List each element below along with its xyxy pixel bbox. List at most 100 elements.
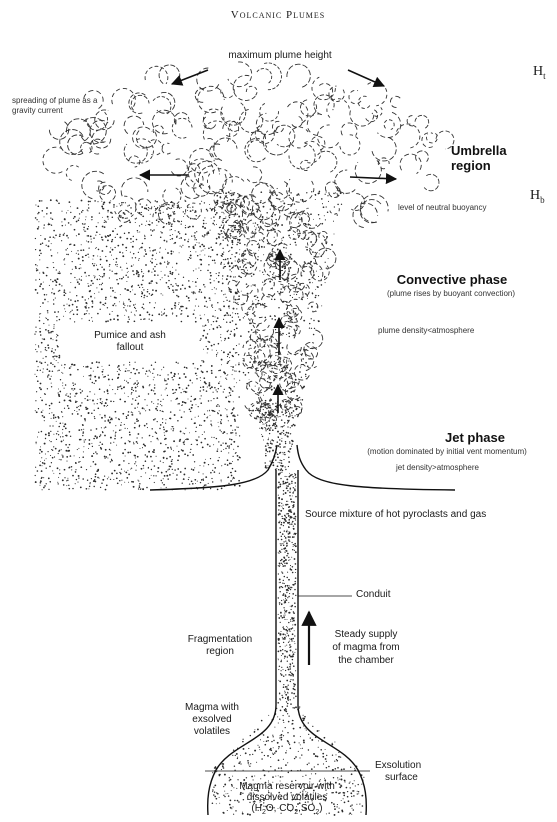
ash-dot [48, 432, 50, 434]
ash-dot [277, 457, 279, 459]
ash-dot [117, 371, 118, 372]
ash-dot [43, 282, 44, 283]
ash-dot [292, 621, 293, 622]
ash-dot [271, 443, 273, 445]
ash-dot [80, 392, 82, 394]
ash-dot [92, 259, 93, 260]
ash-dot [286, 630, 288, 632]
ash-dot [160, 443, 162, 445]
ash-dot [200, 377, 201, 378]
ash-dot [263, 274, 264, 275]
ash-dot [297, 416, 298, 417]
ash-dot [54, 311, 56, 313]
ash-dot [282, 240, 283, 241]
ash-dot [83, 249, 85, 251]
ash-dot [220, 376, 221, 377]
ash-dot [105, 449, 107, 451]
ash-dot [137, 480, 138, 481]
ash-dot [285, 698, 286, 699]
ash-dot [41, 400, 43, 402]
ash-dot [224, 203, 226, 205]
ash-dot [58, 477, 59, 478]
ash-dot [161, 405, 162, 406]
pumice-line2: fallout [70, 342, 190, 354]
ash-dot [282, 200, 283, 201]
ash-dot [177, 235, 178, 236]
hb-sub: b [540, 195, 545, 205]
ash-dot [284, 518, 286, 520]
ash-dot [322, 203, 323, 204]
ash-dot [97, 399, 98, 400]
ash-dot [313, 334, 315, 336]
ash-dot [251, 286, 252, 287]
ash-dot [162, 482, 163, 483]
ash-dot [160, 424, 162, 426]
ash-dot [233, 477, 235, 479]
ash-dot [255, 253, 256, 254]
ash-dot [280, 563, 281, 564]
ash-dot [155, 362, 156, 363]
ash-dot [281, 522, 282, 523]
ash-dot [217, 489, 219, 491]
ash-dot [146, 370, 148, 372]
ash-dot [84, 223, 85, 224]
ash-dot [248, 331, 250, 333]
ash-dot [318, 295, 319, 296]
ash-dot [222, 248, 223, 249]
ash-dot [239, 319, 241, 321]
ash-dot [175, 289, 176, 290]
ash-dot [213, 444, 214, 445]
magma-line3: volatiles [172, 726, 252, 738]
exsolution-line2: surface [375, 772, 421, 784]
ash-dot [200, 482, 201, 483]
ash-dot [219, 370, 221, 372]
ash-dot [144, 408, 145, 409]
ash-dot [216, 397, 218, 399]
ash-dot [87, 210, 88, 211]
ash-dot [239, 380, 240, 381]
ash-dot [135, 399, 137, 401]
plume-swirl [233, 75, 255, 100]
ash-dot [151, 475, 152, 476]
ash-dot [183, 216, 184, 217]
ash-dot [287, 661, 288, 662]
ash-dot [129, 205, 130, 206]
ash-dot [122, 244, 124, 246]
ash-dot [35, 249, 36, 250]
ash-dot [108, 378, 110, 380]
ash-dot [291, 481, 293, 483]
ash-dot [190, 452, 191, 453]
ash-dot [228, 191, 230, 193]
ash-dot [62, 479, 64, 481]
ash-dot [264, 417, 265, 418]
ash-dot [69, 444, 71, 446]
ash-dot [232, 755, 233, 756]
ash-dot [267, 736, 269, 738]
ash-dot [280, 612, 282, 614]
ash-dot [70, 393, 71, 394]
ash-dot [312, 726, 313, 727]
ash-dot [56, 421, 57, 422]
ash-dot [120, 294, 121, 295]
ash-dot [235, 432, 236, 433]
ash-dot [277, 355, 278, 356]
ash-dot [127, 428, 128, 429]
ash-dot [295, 486, 296, 487]
plume-swirl [307, 233, 326, 250]
plume-swirl [145, 66, 168, 84]
ash-dot [62, 225, 64, 227]
ash-dot [303, 740, 305, 742]
ash-dot [221, 290, 223, 292]
ash-dot [131, 387, 132, 388]
ash-dot [289, 638, 290, 639]
ash-dot [263, 395, 264, 396]
ash-dot [261, 360, 262, 361]
ash-dot [343, 768, 345, 770]
ash-dot [216, 238, 218, 240]
ash-dot [56, 339, 58, 341]
ash-dot [36, 219, 37, 220]
ash-dot [61, 285, 62, 286]
ash-dot [296, 209, 297, 210]
ash-dot [243, 372, 244, 373]
ash-dot [146, 423, 147, 424]
